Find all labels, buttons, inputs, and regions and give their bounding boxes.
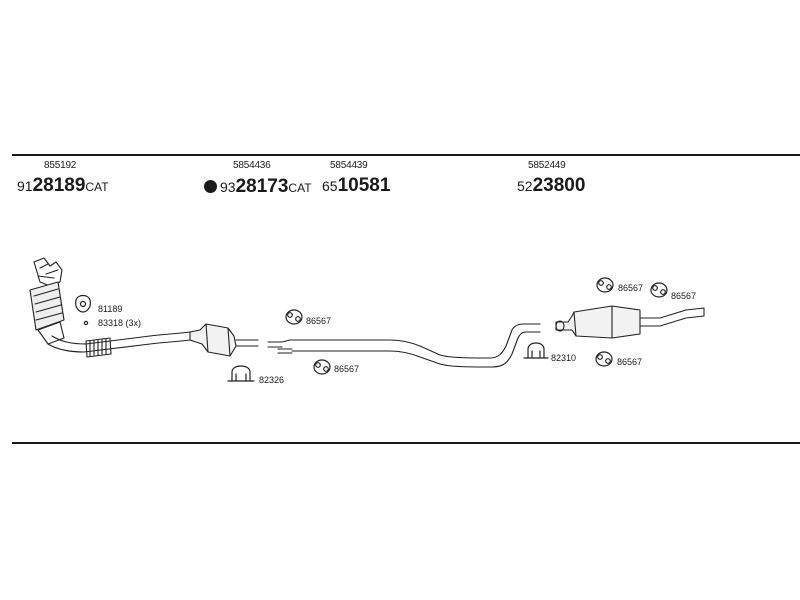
callout-clamp-82310: 82310 <box>551 353 577 363</box>
callout-hanger-rear-1: 86567 <box>618 283 644 293</box>
part-prefix: 65 <box>322 178 338 194</box>
part-number-cat-front[interactable]: 9128189CAT <box>17 176 109 195</box>
clamp-front[interactable] <box>227 365 255 382</box>
gasket-front[interactable] <box>75 294 91 326</box>
part-prefix: 91 <box>17 178 33 194</box>
hanger-rear-1[interactable] <box>596 277 614 293</box>
callout-hanger-rear-3: 86567 <box>617 357 643 367</box>
part-number-mid-pipe[interactable]: 6510581 <box>322 176 390 195</box>
part-main: 28189 <box>32 175 86 196</box>
hanger-mid-upper[interactable] <box>285 309 303 325</box>
callout-hanger-mid-lower: 86567 <box>334 364 360 374</box>
callout-hanger-rear-2: 86567 <box>671 291 697 301</box>
top-divider <box>12 154 800 156</box>
part-number-cat-mid[interactable]: 9328173CAT <box>204 177 312 196</box>
part-number-rear-silencer[interactable]: 5223800 <box>517 176 585 195</box>
front-catalytic-converter[interactable] <box>29 257 191 358</box>
rear-silencer[interactable] <box>555 305 705 339</box>
oe-number-cat-mid: 5854436 <box>233 160 271 171</box>
part-main: 23800 <box>532 175 586 196</box>
callout-gasket-83318: 83318 (3x) <box>98 318 142 328</box>
oe-number-mid-pipe: 5854439 <box>330 160 368 171</box>
middle-catalytic-converter[interactable] <box>189 323 259 357</box>
callout-clamp-82326: 82326 <box>259 375 285 385</box>
oe-number-cat-front: 855192 <box>44 160 77 171</box>
part-suffix: CAT <box>85 180 109 194</box>
part-prefix: 93 <box>220 179 236 195</box>
part-prefix: 52 <box>517 178 533 194</box>
bottom-divider <box>12 442 800 444</box>
callout-hanger-mid-upper: 86567 <box>306 316 332 326</box>
middle-pipe[interactable] <box>267 323 541 368</box>
hanger-mid-lower[interactable] <box>313 359 331 375</box>
bullet-dot-icon <box>204 180 217 193</box>
callout-gasket-81189: 81189 <box>98 304 123 314</box>
clamp-rear[interactable] <box>523 342 549 359</box>
part-main: 10581 <box>337 175 391 196</box>
hanger-rear-2[interactable] <box>650 282 668 298</box>
oe-number-rear-silencer: 5852449 <box>528 160 566 171</box>
part-main: 28173 <box>235 176 289 197</box>
hanger-rear-3[interactable] <box>595 351 613 367</box>
part-suffix: CAT <box>288 181 312 195</box>
